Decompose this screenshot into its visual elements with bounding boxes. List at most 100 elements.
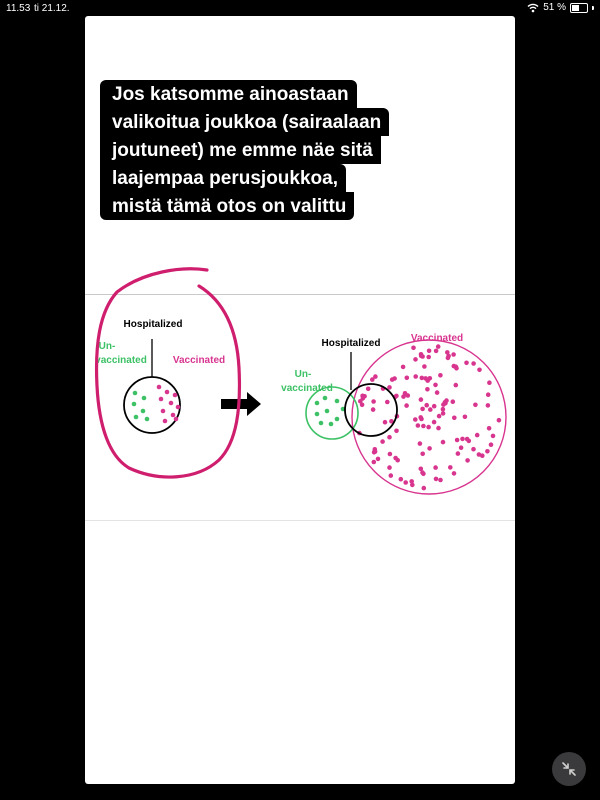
- battery-percent: 51 %: [543, 2, 566, 13]
- unvaccinated-dot: [314, 400, 320, 406]
- vaccinated-dot: [485, 403, 491, 408]
- vaccinated-dot: [435, 344, 441, 349]
- vaccinated-dot: [411, 345, 416, 351]
- vaccinated-dot: [387, 434, 392, 440]
- vaccinated-dot: [458, 445, 464, 450]
- vaccinated-dot: [400, 364, 406, 370]
- vaccinated-dot: [413, 374, 419, 379]
- vaccinated-dot: [433, 382, 438, 388]
- caption-line: valikoitua joukkoa (sairaalaan: [100, 108, 390, 136]
- vaccinated-dot: [425, 387, 430, 392]
- vaccinated-dot: [433, 476, 439, 482]
- vaccinated-dot: [418, 353, 424, 359]
- vaccinated-dot: [428, 407, 433, 412]
- battery-icon: [570, 2, 588, 13]
- vaccinated-dot: [453, 382, 459, 388]
- vaccinated-dot: [371, 399, 376, 404]
- unvaccinated-dot: [141, 395, 147, 401]
- vaccinated-dot: [477, 367, 482, 373]
- unvaccinated-dot: [131, 401, 137, 407]
- vaccinated-dot: [445, 355, 451, 361]
- vaccinated-dot: [421, 485, 427, 491]
- vaccinated-dot: [394, 428, 399, 434]
- unvaccinated-dot: [322, 395, 328, 401]
- vaccinated-dot: [417, 441, 423, 446]
- vaccinated-dot: [158, 396, 164, 402]
- vaccinated-dot: [485, 449, 490, 454]
- unvaccinated-dot: [314, 411, 320, 417]
- left-unvaccinated-label-2: vaccinated: [95, 355, 147, 366]
- vaccinated-dot: [451, 352, 456, 357]
- vaccinated-dot: [410, 482, 415, 488]
- vaccinated-dot: [175, 404, 181, 410]
- vaccinated-dot: [370, 377, 375, 382]
- vaccinated-dot: [389, 377, 395, 382]
- vaccinated-dot: [433, 465, 438, 470]
- vaccinated-dot: [460, 436, 465, 442]
- vaccinated-dot: [371, 459, 377, 465]
- unvaccinated-dot: [133, 414, 139, 420]
- vaccinated-dot: [394, 393, 399, 399]
- selection-bias-figure: Hospitalized Un- vaccinated Vaccinated H…: [85, 294, 515, 521]
- unvaccinated-dot: [324, 408, 330, 414]
- vaccinated-dot: [380, 439, 385, 444]
- vaccinated-dot: [455, 451, 461, 456]
- left-hospitalized-label: Hospitalized: [124, 319, 183, 330]
- vaccinated-dot: [438, 373, 443, 378]
- vaccinated-dot: [403, 480, 409, 485]
- vaccinated-dot: [480, 453, 485, 458]
- vaccinated-dot: [431, 403, 437, 409]
- vaccinated-dot: [426, 348, 432, 354]
- vaccinated-dot: [450, 399, 456, 404]
- vaccinated-dot: [387, 451, 393, 457]
- vaccinated-dot: [358, 399, 363, 404]
- vaccinated-dot: [436, 413, 442, 419]
- left-vaccinated-label: Vaccinated: [173, 355, 225, 366]
- status-date: ti 21.12.: [34, 3, 70, 14]
- unvaccinated-dot: [140, 408, 146, 414]
- caption-line: joutuneet) me emme näe sitä: [100, 136, 381, 164]
- vaccinated-dot: [413, 357, 418, 362]
- vaccinated-dot: [448, 465, 453, 470]
- vaccinated-dot: [382, 419, 388, 425]
- right-hospital-circle: [344, 383, 398, 437]
- right-hospitalized-label: Hospitalized: [322, 338, 381, 349]
- vaccinated-dot: [488, 442, 494, 447]
- minimize-button[interactable]: [552, 752, 586, 786]
- right-vaccinated-circle: [351, 339, 507, 495]
- vaccinated-dot: [415, 423, 421, 428]
- vaccinated-dot: [436, 425, 441, 431]
- vaccinated-dot: [471, 361, 476, 366]
- vaccinated-dot: [433, 348, 439, 354]
- vaccinated-dot: [419, 375, 425, 381]
- vaccinated-dot: [490, 433, 496, 439]
- vaccinated-dot: [170, 412, 176, 418]
- vaccinated-dot: [160, 408, 166, 414]
- arrow-icon: [221, 392, 261, 416]
- vaccinated-dot: [431, 419, 437, 425]
- right-unvaccinated-circle: [305, 386, 359, 440]
- vaccinated-dot: [385, 399, 390, 405]
- vaccinated-dot: [440, 439, 446, 445]
- vaccinated-dot: [393, 455, 398, 461]
- vaccinated-dot: [164, 389, 170, 395]
- story-card[interactable]: Jos katsomme ainoastaan valikoitua joukk…: [85, 16, 515, 784]
- unvaccinated-dot: [144, 416, 150, 422]
- vaccinated-dot: [162, 418, 168, 424]
- vaccinated-dot: [418, 397, 424, 402]
- vaccinated-dot: [445, 350, 450, 355]
- vaccinated-dot: [473, 402, 478, 408]
- vaccinated-dot: [427, 446, 432, 451]
- vaccinated-dot: [444, 398, 449, 403]
- vaccinated-dot: [388, 473, 394, 478]
- vaccinated-dot: [404, 375, 410, 381]
- vaccinated-dot: [474, 432, 480, 438]
- unvaccinated-dot: [132, 390, 138, 396]
- right-vaccinated-label: Vaccinated: [411, 333, 463, 344]
- vaccinated-dot: [418, 466, 424, 472]
- vaccinated-dot: [487, 380, 492, 385]
- vaccinated-dot: [421, 423, 426, 429]
- vaccinated-dot: [454, 366, 459, 371]
- unvaccinated-dot: [328, 421, 334, 427]
- vaccinated-dot: [420, 470, 425, 475]
